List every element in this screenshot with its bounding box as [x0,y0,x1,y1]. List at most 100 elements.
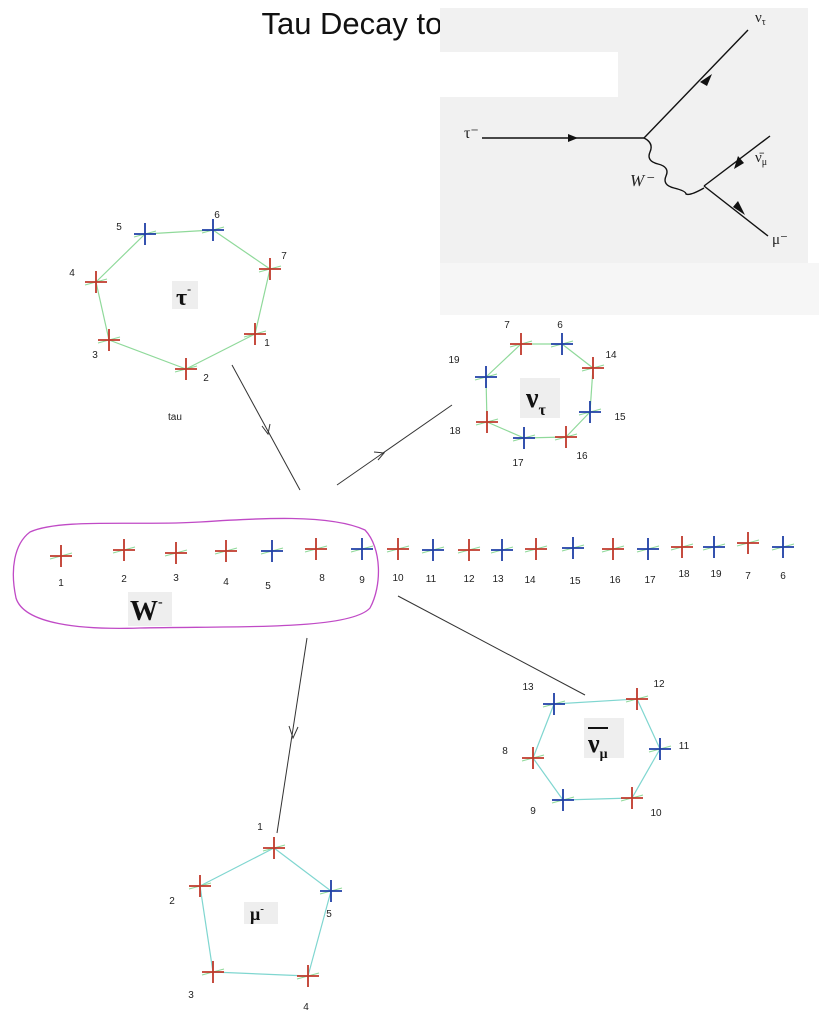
w-node-label: 8 [319,573,325,584]
numu-node-label: 10 [650,808,662,819]
w-node-label: 3 [173,573,179,584]
mu-link [199,885,214,973]
tau-node-label: 5 [116,222,122,233]
w-node-13: 13 [490,539,514,585]
numu-link [532,703,555,759]
feynman-lower-panel [440,263,819,315]
w-node-label: 10 [392,573,404,584]
mu-node-1: 1 [257,822,286,859]
tau-node-label: 2 [203,373,209,384]
tau-node-7: 7 [258,251,287,280]
nutau-node-label: 18 [449,426,461,437]
tau-node-label: 3 [92,350,98,361]
nutau-node-label: 15 [614,412,626,423]
arrow-tau-to-w [231,364,301,491]
mu-link [273,847,332,892]
tau-caption: tau [168,412,182,423]
tau-node-5: 5 [116,222,157,245]
nutau-link [561,343,594,369]
w-node-19: 19 [702,536,726,580]
anti-nu-mu-arrow [734,156,744,169]
w-node-label: 7 [745,571,751,582]
tau-arrow [568,134,578,142]
mu-node-label: 1 [257,822,263,833]
tau-link [212,229,271,270]
nutau-node-18: 18 [449,411,499,437]
w-node-8: 8 [304,538,328,584]
numu-node-label: 8 [502,746,508,757]
nu-tau-arrow [700,74,712,86]
nutau-link [565,411,591,438]
numu-link [562,797,633,801]
w-node-14: 14 [524,538,548,586]
tau-link [144,229,214,235]
muon-arrow [733,201,745,215]
w-node-label: 19 [710,569,722,580]
mu-symbol-bg [244,902,278,924]
w-node-2: 2 [112,539,136,585]
nutau-symbol: ντ [525,383,547,419]
numu-node-label: 12 [653,679,665,690]
arrowhead-tau-to-w [261,423,271,436]
w-node-label: 4 [223,577,229,588]
label-tau-in: τ⁻ [464,125,479,142]
tau-link [95,233,146,283]
label-anti-nu-mu: ν̄μ [755,150,767,168]
w-node-6: 6 [771,536,795,582]
w-node-1: 1 [49,545,73,589]
nutau-node-label: 19 [448,355,460,366]
w-node-15: 15 [561,537,585,587]
particle-symbols: τ- tau ντ W- νμ μ- [128,281,624,924]
w-node-label: 9 [359,575,365,586]
w-node-label: 13 [492,574,504,585]
numu-node-8: 8 [502,746,545,769]
tau-node-label: 7 [281,251,287,262]
mu-symbol: μ- [250,903,264,924]
w-node-16: 16 [601,538,625,586]
tau-node-label: 4 [69,268,75,279]
w-node-11: 11 [421,539,445,585]
w-node-3: 3 [164,542,188,584]
nutau-node-7: 7 [504,320,533,355]
nutau-node-16: 16 [554,426,588,462]
numu-node-13: 13 [522,682,566,715]
tau-link [254,268,271,335]
numu-link [532,757,564,801]
w-node-17: 17 [636,538,660,586]
w-node-label: 14 [524,575,536,586]
w-node-label: 5 [265,581,271,592]
arrow-w-to-numu [397,595,586,696]
arrowhead-w-to-nutau [373,451,386,461]
tau-node-2: 2 [174,358,209,384]
nutau-node-15: 15 [578,401,626,423]
w-node-10: 10 [386,538,410,584]
nutau-node-label: 16 [576,451,588,462]
w-node-label: 1 [58,578,64,589]
numu-node-10: 10 [620,787,662,819]
tau-symbol: τ- [176,282,191,311]
mu-node-3: 3 [188,961,225,1001]
mu-node-2: 2 [169,875,212,907]
label-w-boson: W⁻ [630,171,655,190]
w-boundary [12,517,380,629]
mu-node-label: 2 [169,896,175,907]
decay-arrows [231,364,586,834]
nutau-node-14: 14 [581,350,617,379]
w-node-9: 9 [350,538,374,586]
mu-node-label: 3 [188,990,194,1001]
tau-link [95,281,110,341]
w-node-label: 11 [426,574,437,585]
numu-node-9: 9 [530,789,575,817]
w-node-label: 15 [569,576,581,587]
nutau-link [485,343,522,378]
tau-node-6: 6 [201,210,225,241]
nu-tau-line [643,29,749,139]
nutau-symbol-bg [520,378,560,418]
w-node-label: 2 [121,574,127,585]
